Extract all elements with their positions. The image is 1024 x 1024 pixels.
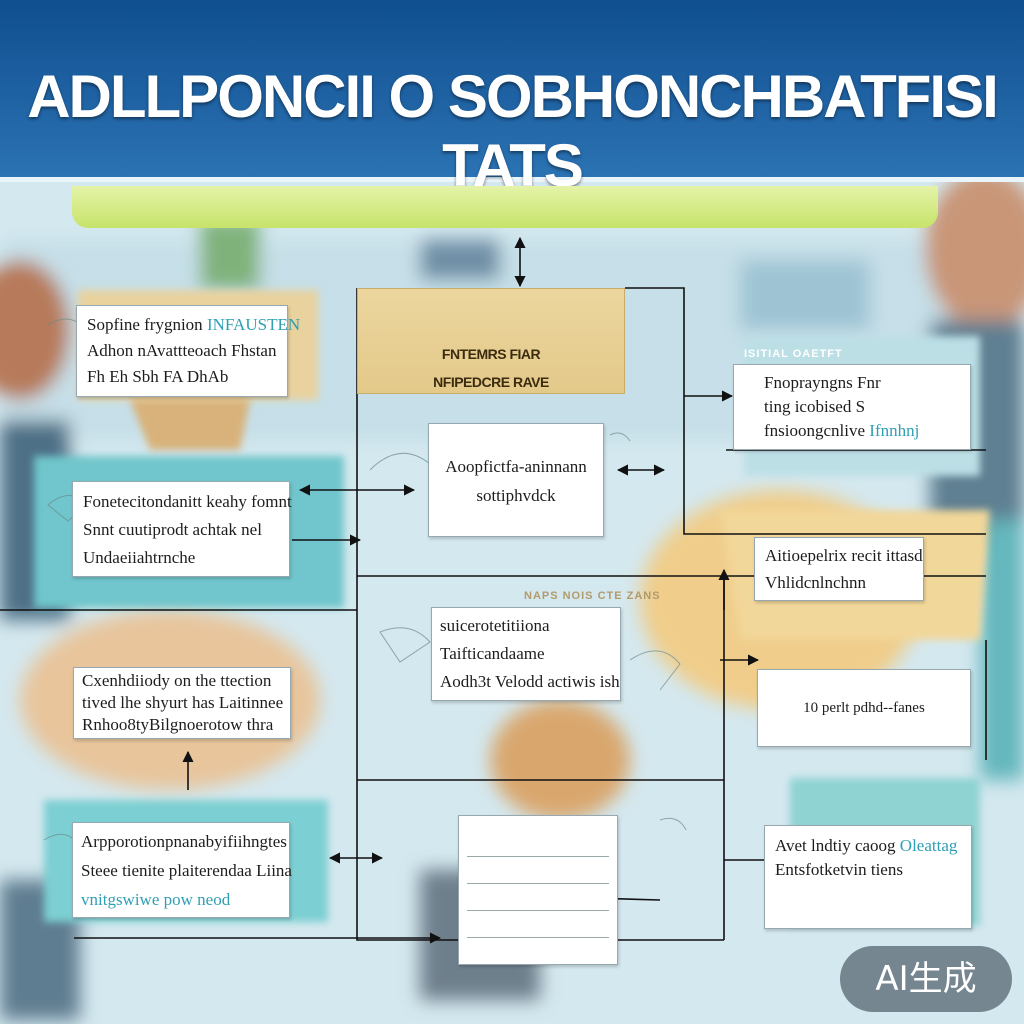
node-panel-9: Arpporotionpnanabyifiihngtes Steee tieni… <box>72 822 292 918</box>
node-panel-10: Avet lndtiy caoog Oleattag Entsfotketvin… <box>764 825 972 929</box>
node-panel-1: Sopfine frygnion INFAUSTEN Adhon nAvattt… <box>76 305 301 397</box>
node-6-line-1: suicerotetitiiona <box>440 616 550 635</box>
node-9-line-1: Arpporotionpnanabyifiihngtes <box>81 832 287 851</box>
node-7-line-1: Cxenhdiiody on the ttection <box>82 671 272 690</box>
node-panel-3: Aoopfictfa-aninnann sottiphvdck <box>428 423 604 537</box>
node-9-line-3: vnitgswiwe pow neod <box>81 890 231 909</box>
title-banner: ADLLPONCII O SOBHONCHBATFISI TATS <box>0 0 1024 199</box>
node-5-line-2: Vhlidcnlnchnn <box>765 573 867 592</box>
central-box-label-1: FNTEMRS FIAR <box>441 346 541 362</box>
node-panel-2: Fonetecitondanitt keahy fomnt Snnt cuuti… <box>72 481 292 577</box>
node-11-row-4 <box>467 911 609 938</box>
faint-label-b: NAPS NOIS CTE ZANS <box>524 590 661 602</box>
node-panel-5: Aitioepelrix recit ittasd Vhlidcnlnchnn <box>754 537 924 601</box>
node-11-row-2 <box>467 857 609 884</box>
node-4-line-3: fnsioongcnlive Ifnnhnj <box>764 421 920 440</box>
central-box-label-2: NFIPEDCRE RAVE <box>433 374 549 390</box>
faint-label-a: ISITIAL OAETFT <box>744 348 843 360</box>
node-5-line-1: Aitioepelrix recit ittasd <box>765 546 923 565</box>
node-panel-11 <box>458 815 618 965</box>
node-panel-8: 10 perlt pdhd--fanes <box>757 669 971 747</box>
node-9-line-2: Steee tienite plaiterendaa Liina <box>81 861 292 880</box>
node-6-line-3: Aodh3t Velodd actiwis ish <box>440 672 620 691</box>
node-3-line-2: sottiphvdck <box>476 486 556 505</box>
node-2-line-2: Snnt cuutiprodt achtak nel <box>83 520 262 539</box>
node-8-line-1: 10 perlt pdhd--fanes <box>803 700 925 716</box>
central-process-box <box>357 288 625 394</box>
node-4-line-1: Fnoprayngns Fnr <box>764 373 881 392</box>
node-10-line-1: Avet lndtiy caoog Oleattag <box>775 836 958 855</box>
page-title: ADLLPONCII O SOBHONCHBATFISI TATS <box>27 63 999 199</box>
header-ribbon <box>72 186 938 228</box>
node-4-line-2: ting icobised S <box>764 397 866 416</box>
node-1-line-1: Sopfine frygnion INFAUSTEN <box>87 315 301 334</box>
node-2-line-1: Fonetecitondanitt keahy fomnt <box>83 492 292 511</box>
node-7-line-3: Rnhoo8tyBilgnoerotow thra <box>82 715 274 734</box>
node-panel-6: suicerotetitiiona Taifticandaame Aodh3t … <box>431 607 621 701</box>
node-1-line-2: Adhon nAvattteoach Fhstan <box>87 341 277 360</box>
node-7-line-2: tived lhe shyurt has Laitinnee <box>82 693 284 712</box>
node-6-line-2: Taifticandaame <box>440 644 545 663</box>
node-10-line-2: Entsfotketvin tiens <box>775 860 903 879</box>
node-11-row-3 <box>467 884 609 911</box>
node-11-row-1 <box>467 830 609 857</box>
node-3-line-1: Aoopfictfa-aninnann <box>445 457 587 476</box>
node-panel-4: Fnoprayngns Fnr ting icobised S fnsioong… <box>733 364 971 450</box>
node-2-line-3: Undaeiiahtrnche <box>83 548 196 567</box>
node-panel-7: Cxenhdiiody on the ttection tived lhe sh… <box>73 667 291 739</box>
node-1-line-3: Fh Eh Sbh FA DhAb <box>87 367 229 386</box>
ai-generated-badge: AI生成 <box>840 946 1012 1012</box>
